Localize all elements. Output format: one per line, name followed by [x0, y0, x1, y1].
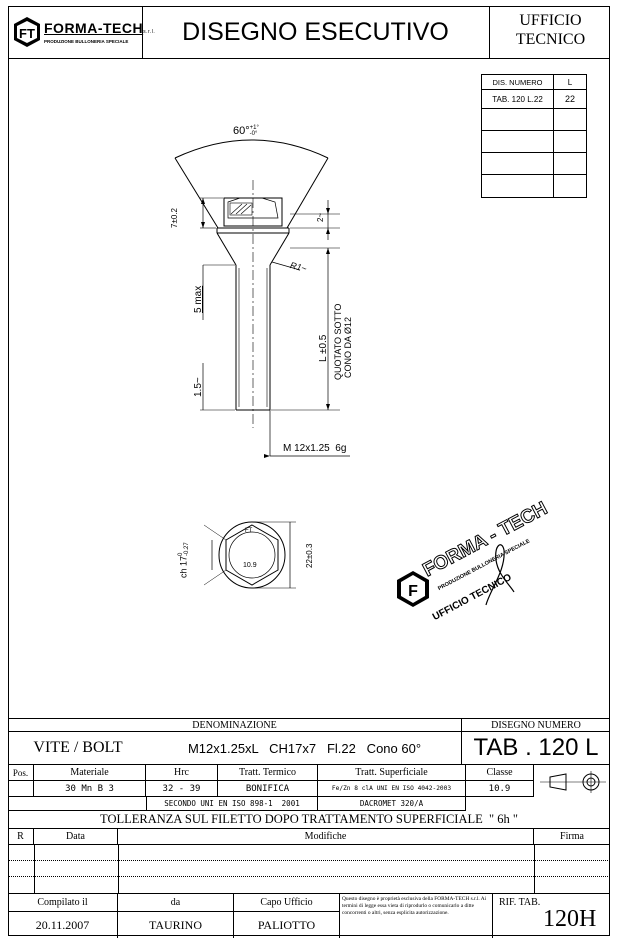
title-block: DENOMINAZIONE DISEGNO NUMERO VITE / BOLT…	[8, 718, 610, 938]
termico-value: BONIFICA	[218, 781, 318, 797]
compilato-date: 20.11.2007	[8, 912, 118, 938]
hex-mark: FT	[245, 528, 253, 534]
rev-data-header: Data	[34, 829, 118, 845]
pos-empty	[8, 797, 146, 811]
size-table: DIS. NUMERO L TAB. 120 L.22 22	[481, 74, 587, 198]
hex-diameter: 22±0.3	[305, 543, 314, 568]
department-box: UFFICIO TECNICO	[489, 6, 611, 58]
drawing-number: TAB . 120 L	[461, 732, 610, 765]
col-materiale: Materiale	[34, 765, 146, 781]
logo-suffix: s.r.l.	[143, 29, 156, 35]
dim-5max: 5 max	[193, 285, 204, 313]
col-pos: Pos.	[8, 765, 34, 781]
rev-r-header: R	[8, 829, 34, 845]
classe-value: 10.9	[466, 781, 534, 797]
company-logo: FT FORMA-TECHs.r.l. PRODUZIONE BULLONERI…	[8, 6, 155, 58]
rif-value: 120H	[543, 906, 597, 932]
revision-rows	[8, 845, 610, 893]
thread-spec: M 12x1.25 6g	[283, 443, 347, 454]
stamp-logo-icon: F	[397, 571, 429, 607]
dim-2: 2~	[316, 212, 325, 222]
stamp-signature	[485, 544, 515, 606]
size-header-l: L	[554, 75, 586, 90]
materiale-value: 30 Mn B 3	[34, 781, 146, 797]
denominazione-label: DENOMINAZIONE	[8, 719, 461, 732]
svg-text:F: F	[408, 583, 418, 600]
projection-symbol-icon	[540, 771, 606, 793]
rev-modifiche-header: Modifiche	[118, 829, 534, 845]
size-row-empty	[554, 153, 586, 175]
angle-label: 60°+1°-0°	[233, 125, 259, 137]
rif-label: RIF. TAB.	[499, 897, 541, 908]
capo-name: PALIOTTO	[234, 912, 340, 938]
length-note-2: CONO DA Ø12	[343, 316, 353, 378]
length-label: L ±0.5	[318, 334, 329, 362]
size-row-l: 22	[554, 90, 586, 109]
angle-tol-plus: +1°	[249, 125, 259, 132]
class-mark: 10.9	[243, 562, 257, 569]
size-row-number: TAB. 120 L.22	[482, 90, 554, 109]
header: FT FORMA-TECHs.r.l. PRODUZIONE BULLONERI…	[8, 6, 610, 59]
svg-text:FT: FT	[19, 26, 35, 41]
superficiale-value: Fe/Zn 8 clA UNI EN ISO 4042-2003	[318, 781, 466, 797]
angle-tol-minus: -0°	[249, 131, 258, 138]
rev-firma-header: Firma	[534, 829, 610, 845]
hrc-value: 32 - 39	[146, 781, 218, 797]
size-row-empty	[482, 109, 554, 131]
department-line1: UFFICIO	[519, 12, 582, 29]
col-termico: Tratt. Termico	[218, 765, 318, 781]
da-name: TAURINO	[118, 912, 234, 938]
tolerance-note: TOLLERANZA SUL FILETTO DOPO TRATTAMENTO …	[8, 811, 610, 829]
pos-value	[8, 781, 34, 797]
dim-1-5: 1.5~	[193, 377, 204, 397]
head-height-dim: 7±0.2	[170, 208, 179, 228]
hex-ch-tol: -0.27	[184, 542, 190, 556]
logo-icon: FT	[14, 17, 40, 47]
page-title: DISEGNO ESECUTIVO	[182, 17, 449, 46]
size-header-number: DIS. NUMERO	[482, 75, 554, 90]
hex-ch: ch 17	[178, 555, 189, 578]
col-superficiale: Tratt. Superficiale	[318, 765, 466, 781]
size-row-empty	[554, 109, 586, 131]
sheet-border	[8, 6, 610, 936]
part-name: VITE / BOLT	[8, 732, 148, 765]
size-row-empty	[482, 153, 554, 175]
capo-label: Capo Ufficio	[234, 894, 340, 912]
norm-reference: SECONDO UNI EN ISO 898-1 2001	[146, 797, 318, 811]
signature-row: Compilato il 20.11.2007 da TAURINO Capo …	[8, 893, 610, 938]
bolt-side-view	[174, 139, 350, 458]
length-note-1: QUOTATO SOTTO	[333, 303, 343, 380]
size-row-empty	[554, 131, 586, 153]
logo-subtitle: PRODUZIONE BULLONERIA SPECIALE	[44, 39, 129, 44]
coating-value: DACROMET 320/A	[318, 797, 466, 811]
angle-value: 60°	[233, 125, 250, 137]
size-row-empty	[482, 131, 554, 153]
col-classe: Classe	[466, 765, 534, 781]
property-note: Questo disegno è proprietà esclusiva del…	[342, 896, 487, 916]
size-row-empty	[482, 175, 554, 197]
logo-text: FORMA-TECH	[44, 20, 144, 36]
rif-box: RIF. TAB. 120H	[492, 894, 611, 938]
compilato-label: Compilato il	[8, 894, 118, 912]
department-line2: TECNICO	[515, 31, 586, 48]
disegno-numero-label: DISEGNO NUMERO	[461, 719, 610, 732]
part-spec: M12x1.25xL CH17x7 Fl.22 Cono 60°	[148, 732, 461, 765]
da-label: da	[118, 894, 234, 912]
col-hrc: Hrc	[146, 765, 218, 781]
company-stamp: F FORMA - TECH PRODUZIONE BULLONERIA SPE…	[388, 497, 558, 630]
bolt-top-view	[203, 521, 296, 589]
